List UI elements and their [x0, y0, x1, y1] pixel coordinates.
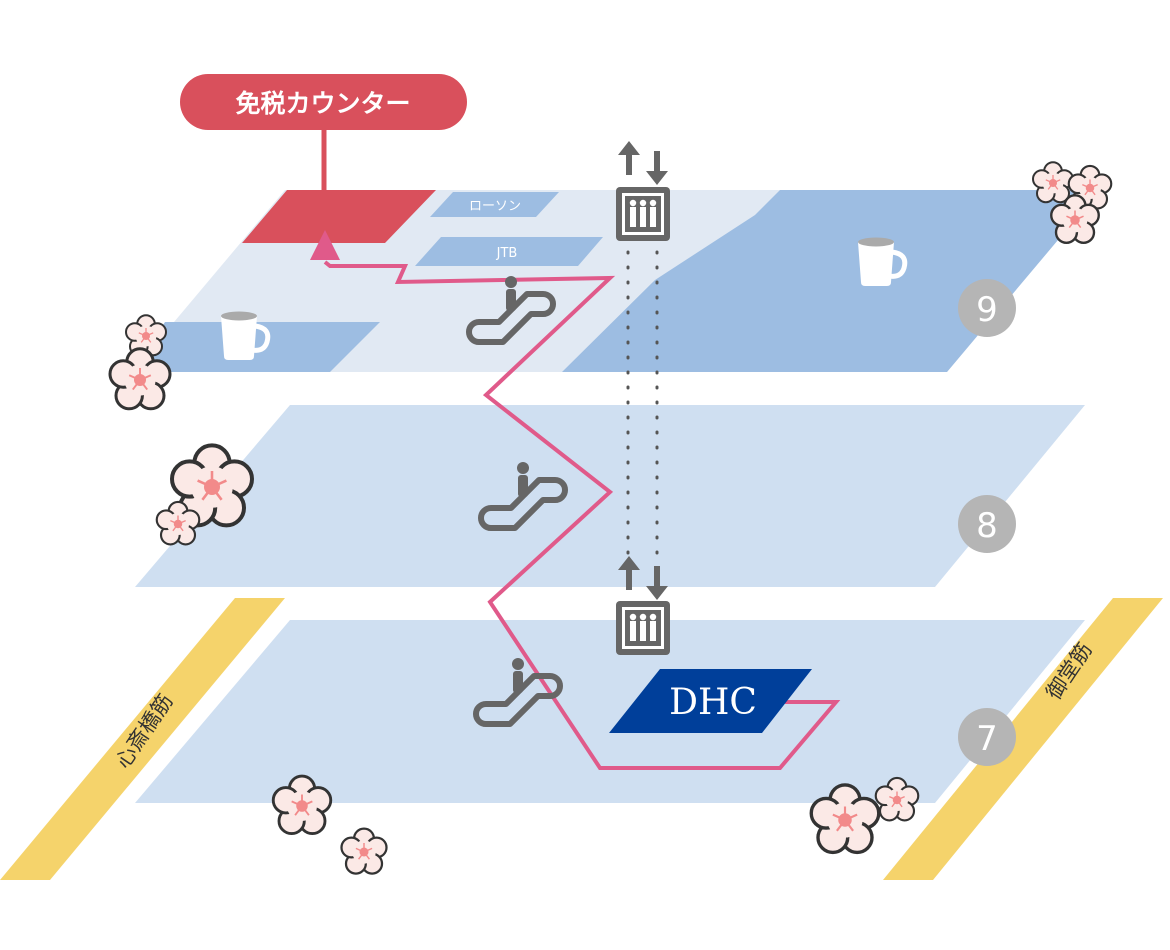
floor-badge-8[interactable]: 8	[958, 495, 1016, 553]
floor-8	[135, 405, 1085, 587]
shop-dhc-label: DHC	[669, 682, 757, 723]
route-path	[323, 260, 841, 770]
up-down-arrows-icon	[618, 141, 668, 185]
sakura-icon	[340, 827, 388, 875]
tax-free-counter-label[interactable]: 免税カウンター	[180, 74, 467, 130]
street-right	[883, 598, 1163, 880]
shop-jtb[interactable]	[415, 237, 603, 266]
floor-7	[135, 620, 1085, 803]
shop-lawson[interactable]	[430, 192, 559, 217]
street-left	[0, 598, 285, 880]
route-arrow-icon	[310, 230, 340, 260]
floor-badge-9[interactable]: 9	[958, 279, 1016, 337]
elevator-icon[interactable]	[616, 187, 670, 241]
elevator-icon[interactable]	[616, 601, 670, 655]
shop-jtb-label: JTB	[496, 246, 518, 261]
shop-lawson-label: ローソン	[469, 199, 521, 214]
floor-number-7: 7	[976, 719, 998, 759]
sakura-icon	[1031, 161, 1075, 204]
elevator-shaft	[626, 250, 659, 562]
floor-badge-7[interactable]: 7	[958, 708, 1016, 766]
tax-free-counter-text: 免税カウンター	[235, 89, 410, 118]
shop-dhc[interactable]	[609, 669, 812, 733]
floor-number-8: 8	[976, 506, 998, 546]
floor-number-9: 9	[976, 290, 998, 330]
tax-free-counter-area	[242, 190, 436, 243]
